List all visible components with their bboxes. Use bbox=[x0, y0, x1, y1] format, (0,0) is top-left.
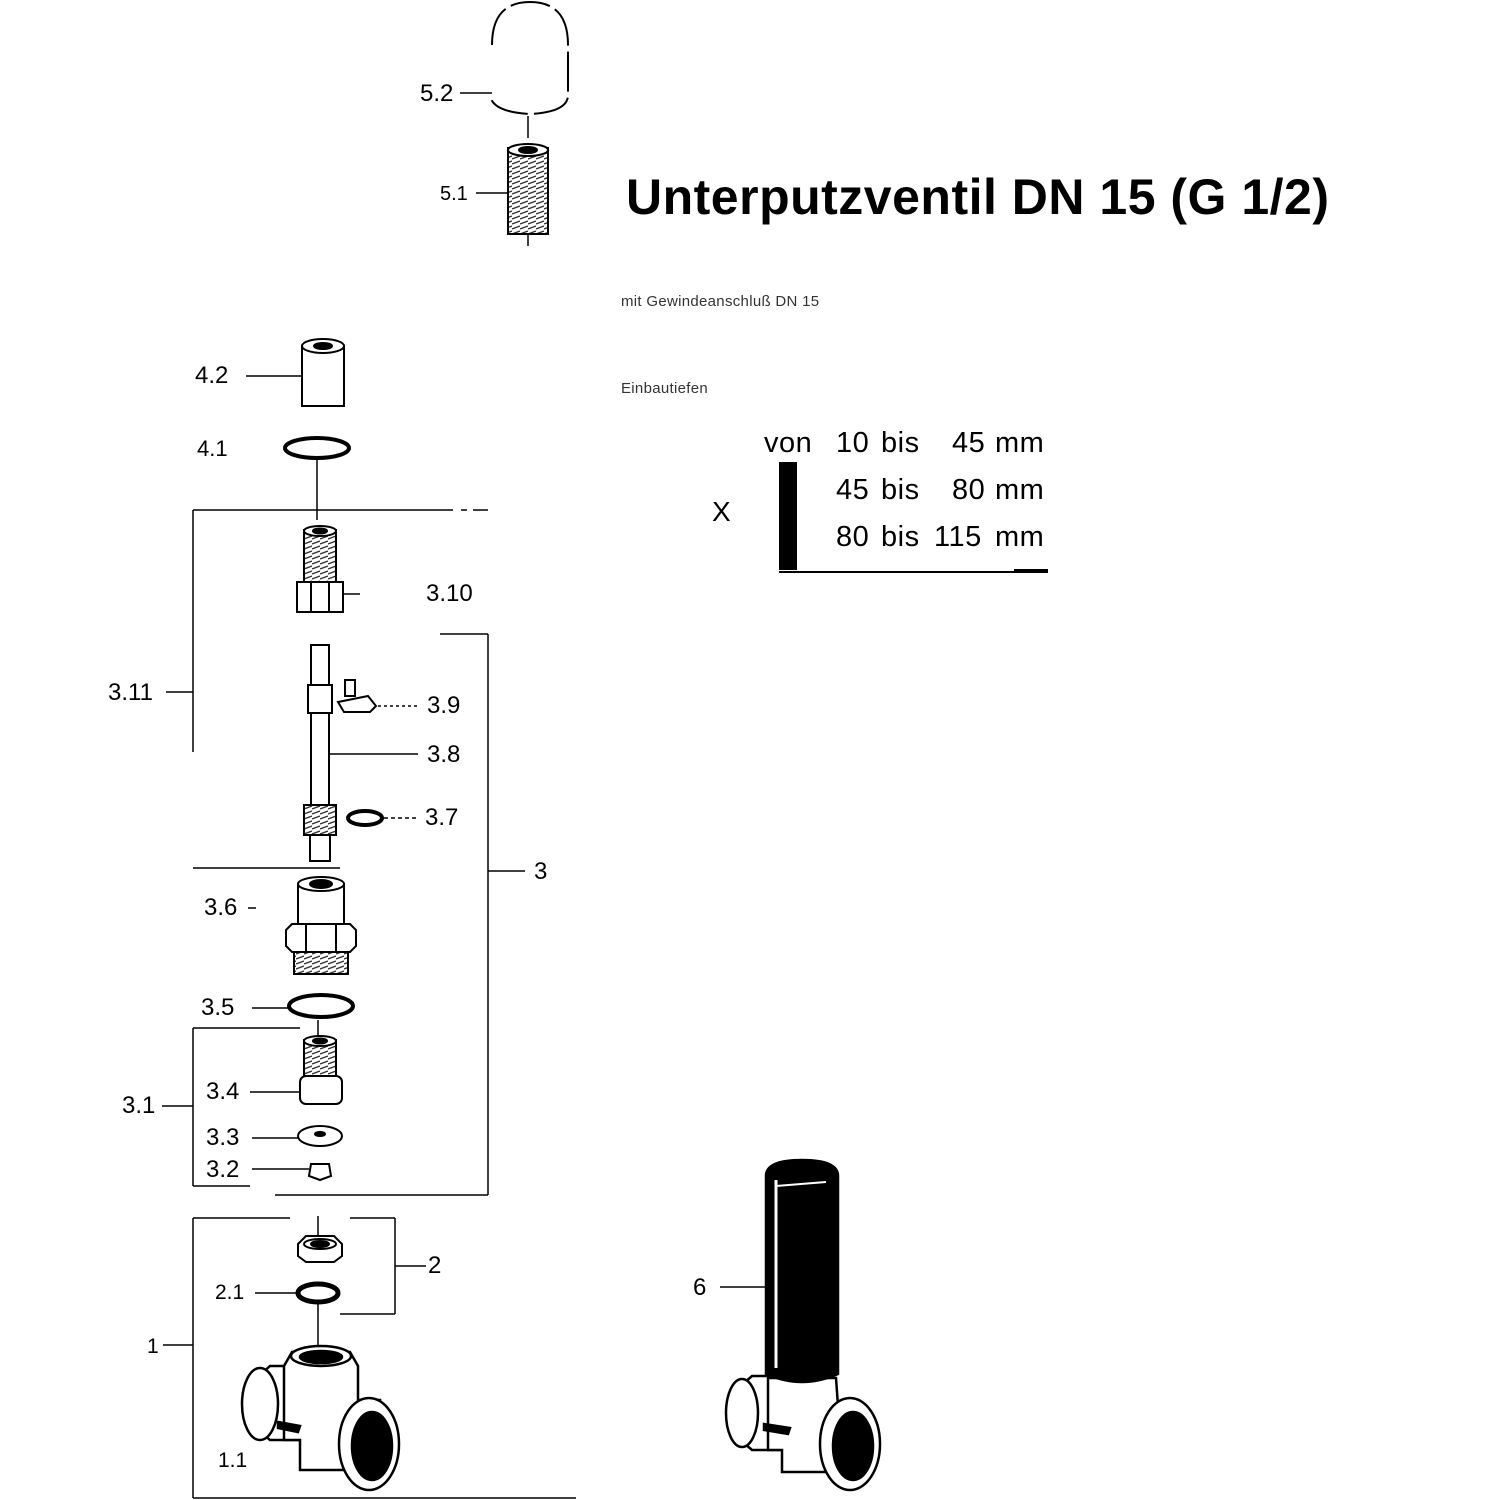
part-label-3-6: 3.6 bbox=[204, 894, 238, 921]
depth-table-bracket bbox=[779, 462, 1048, 573]
assembled-valve-part-6 bbox=[720, 1158, 882, 1492]
part-label-3-2: 3.2 bbox=[206, 1156, 240, 1183]
nipple-part-2 bbox=[297, 1216, 343, 1263]
part-label-3-11: 3.11 bbox=[108, 679, 153, 706]
part-label-4-2: 4.2 bbox=[195, 362, 229, 389]
valve-body-part-1-1 bbox=[240, 1344, 401, 1492]
part-label-1: 1 bbox=[147, 1335, 159, 1358]
bracket-group-3-1 bbox=[162, 1027, 300, 1187]
part-label-6: 6 bbox=[693, 1274, 707, 1301]
depth-row-from: 45 bbox=[836, 474, 870, 506]
part-label-2: 2 bbox=[428, 1252, 442, 1279]
depth-row-to: 115 bbox=[934, 521, 982, 553]
threaded-rod-part-5-1 bbox=[476, 143, 549, 246]
part-label-2-1: 2.1 bbox=[215, 1281, 245, 1304]
bonnet-part-3-6 bbox=[248, 876, 357, 975]
part-label-5-1: 5.1 bbox=[440, 183, 468, 205]
bracket-group-1 bbox=[163, 1217, 576, 1499]
depth-row-from: 10 bbox=[836, 427, 870, 459]
depth-row-prefix: von bbox=[764, 427, 813, 459]
headpart-part-3-4 bbox=[250, 1035, 343, 1105]
subtitle: mit Gewindeanschluß DN 15 bbox=[621, 293, 820, 310]
bracket-group-3 bbox=[275, 633, 525, 1196]
oring-part-3-7 bbox=[303, 804, 418, 862]
bracket-group-3-11 bbox=[166, 509, 488, 869]
screw-part-3-2 bbox=[252, 1163, 333, 1182]
part-label-3-4: 3.4 bbox=[206, 1078, 240, 1105]
part-label-3-3: 3.3 bbox=[206, 1124, 240, 1151]
part-label-4-1: 4.1 bbox=[197, 436, 228, 461]
part-label-3-9: 3.9 bbox=[427, 692, 461, 719]
gasket-part-2-1 bbox=[255, 1281, 341, 1352]
gasket-part-3-5 bbox=[252, 993, 355, 1040]
ring-part-4-1 bbox=[283, 436, 351, 520]
part-label-3-5: 3.5 bbox=[201, 994, 235, 1021]
page-title: Unterputzventil DN 15 (G 1/2) bbox=[626, 169, 1330, 225]
install-depth-heading: Einbautiefen bbox=[621, 380, 709, 397]
cap-part-5-2 bbox=[460, 0, 569, 138]
part-label-3: 3 bbox=[534, 858, 548, 885]
clip-part-3-9 bbox=[336, 679, 418, 713]
depth-row-to: 80 bbox=[952, 474, 986, 506]
part-label-3-8: 3.8 bbox=[427, 741, 461, 768]
part-label-3-10: 3.10 bbox=[426, 580, 473, 607]
depth-row-unit: mm bbox=[995, 427, 1045, 459]
part-label-3-7: 3.7 bbox=[425, 804, 459, 831]
spindle-nut-part-3-10 bbox=[296, 525, 360, 613]
part-label-1-1: 1.1 bbox=[218, 1449, 248, 1472]
sleeve-part-4-2 bbox=[246, 338, 345, 407]
spindle-part-3-8 bbox=[307, 644, 418, 806]
depth-row-word: bis bbox=[881, 474, 920, 506]
depth-row-word: bis bbox=[881, 427, 920, 459]
depth-marker: X bbox=[712, 496, 731, 527]
depth-row-unit: mm bbox=[995, 521, 1045, 553]
depth-row-to: 45 bbox=[952, 427, 986, 459]
depth-row-from: 80 bbox=[836, 521, 870, 553]
part-label-3-1: 3.1 bbox=[122, 1092, 156, 1119]
depth-row-unit: mm bbox=[995, 474, 1045, 506]
depth-row-word: bis bbox=[881, 521, 920, 553]
washer-part-3-3 bbox=[252, 1125, 343, 1147]
part-label-5-2: 5.2 bbox=[420, 80, 454, 107]
